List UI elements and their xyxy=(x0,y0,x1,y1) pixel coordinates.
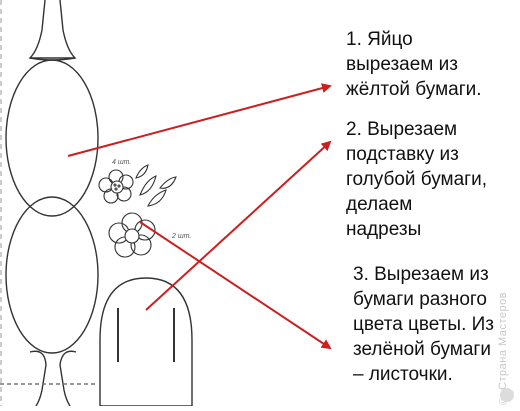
arrow-step-2 xyxy=(145,140,332,311)
watermark-logo-icon xyxy=(500,388,514,402)
small-flower-count: 4 шт. xyxy=(112,159,131,166)
egg-shape-top xyxy=(5,59,99,217)
stand-oval-template xyxy=(99,277,193,407)
arrow-step-3 xyxy=(139,221,332,350)
step-2-text: 2. Вырезаем подставку из голубой бумаги,… xyxy=(346,119,488,240)
stand-bottom xyxy=(0,350,96,407)
large-flower xyxy=(108,212,156,258)
arrow-step-1 xyxy=(67,83,332,157)
pointer-arrows xyxy=(67,83,332,350)
watermark: © Страна Мастеров xyxy=(497,291,509,406)
step-3-text: 3. Вырезаем из бумаги разного цвета цвет… xyxy=(353,264,495,385)
egg-shape-bottom xyxy=(5,196,99,354)
stand-top xyxy=(28,0,77,61)
large-flower-count: 2 шт. xyxy=(171,233,191,240)
small-flower xyxy=(98,169,134,204)
leaves xyxy=(135,164,177,207)
step-1-text: 1. Яйцо вырезаем из жёлтой бумаги. xyxy=(346,29,482,100)
